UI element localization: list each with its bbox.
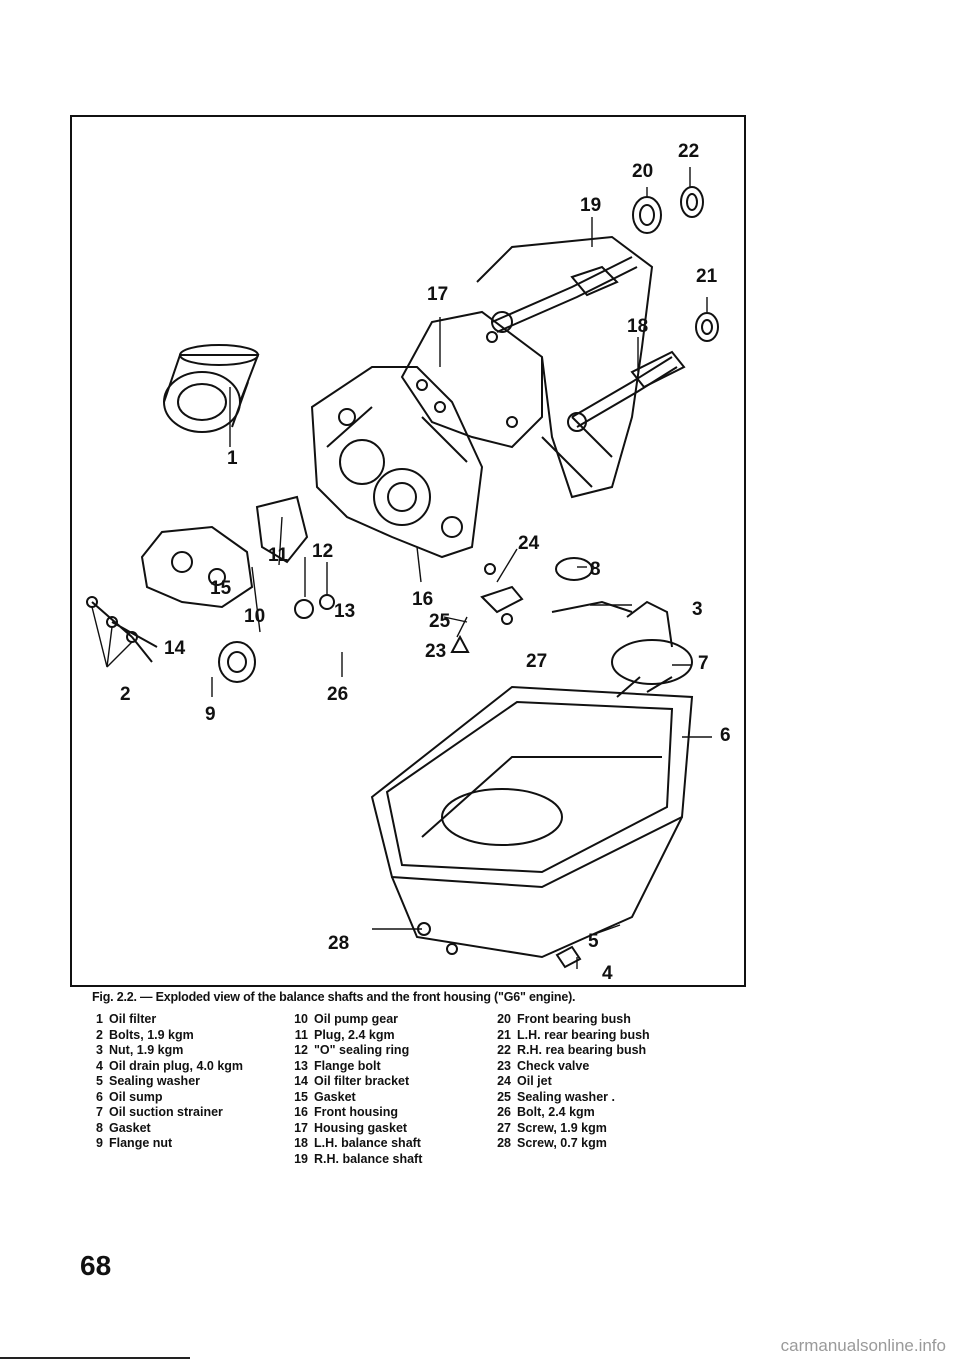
front-housing-drawing [310,366,484,559]
oil-jet-drawing [450,563,524,653]
bottom-rule [0,1357,190,1359]
callout-12: 12 [312,541,333,562]
callout-16: 16 [412,589,433,610]
callout-17: 17 [427,284,448,305]
callout-23: 23 [425,641,446,662]
callout-27: 27 [526,651,547,672]
callout-26: 26 [327,684,348,705]
bolts-2-drawing [86,596,158,663]
oil-sump-drawing [370,685,694,959]
callout-5: 5 [588,931,599,952]
callout-18: 18 [627,316,648,337]
callout-13: 13 [334,601,355,622]
o-ring-drawing [319,594,335,610]
engine-block-drawing [476,235,654,499]
callout-3: 3 [692,599,703,620]
callout-7: 7 [698,653,709,674]
exploded-view-figure: 1 2 3 4 5 6 7 8 9 10 11 12 13 14 15 16 1… [70,115,746,987]
callout-10: 10 [244,606,265,627]
callout-25: 25 [429,611,451,632]
callout-15: 15 [210,578,232,599]
callout-14: 14 [164,638,186,659]
callout-21: 21 [696,266,718,287]
callout-22: 22 [678,141,699,162]
gasket-8-drawing [555,557,593,581]
callout-9: 9 [205,704,216,725]
oil-filter-drawing [163,344,260,433]
callout-4: 4 [602,963,613,984]
callout-8: 8 [590,559,601,580]
plug-drawing [294,599,314,619]
callout-24: 24 [518,533,540,554]
balance-shafts-drawing [491,256,686,432]
gasket-15-drawing [255,495,309,564]
figure-caption: Fig. 2.2. — Exploded view of the balance… [92,990,576,1004]
callout-2: 2 [120,684,131,705]
callout-28: 28 [328,933,349,954]
callout-11: 11 [268,545,289,566]
housing-gasket-drawing [400,310,543,449]
callout-20: 20 [632,161,653,182]
drain-plug-drawing [417,922,582,969]
oil-pump-gear-drawing [218,641,256,683]
bearing-bushes-drawing [632,186,719,342]
callout-1: 1 [227,448,238,469]
callout-6: 6 [720,725,731,746]
oil-suction-strainer-drawing [551,600,693,698]
legend-item: 12"O" sealing ring [294,1043,410,1057]
leader-lines [91,167,712,969]
oil-filter-bracket-drawing [140,525,254,609]
callout-19: 19 [580,195,601,216]
exploded-view-drawing: 1 2 3 4 5 6 7 8 9 10 11 12 13 14 15 16 1… [86,141,731,984]
page-number: 68 [80,1250,112,1281]
watermark: carmanualsonline.info [780,1336,946,1355]
figure-artwork [86,167,719,969]
